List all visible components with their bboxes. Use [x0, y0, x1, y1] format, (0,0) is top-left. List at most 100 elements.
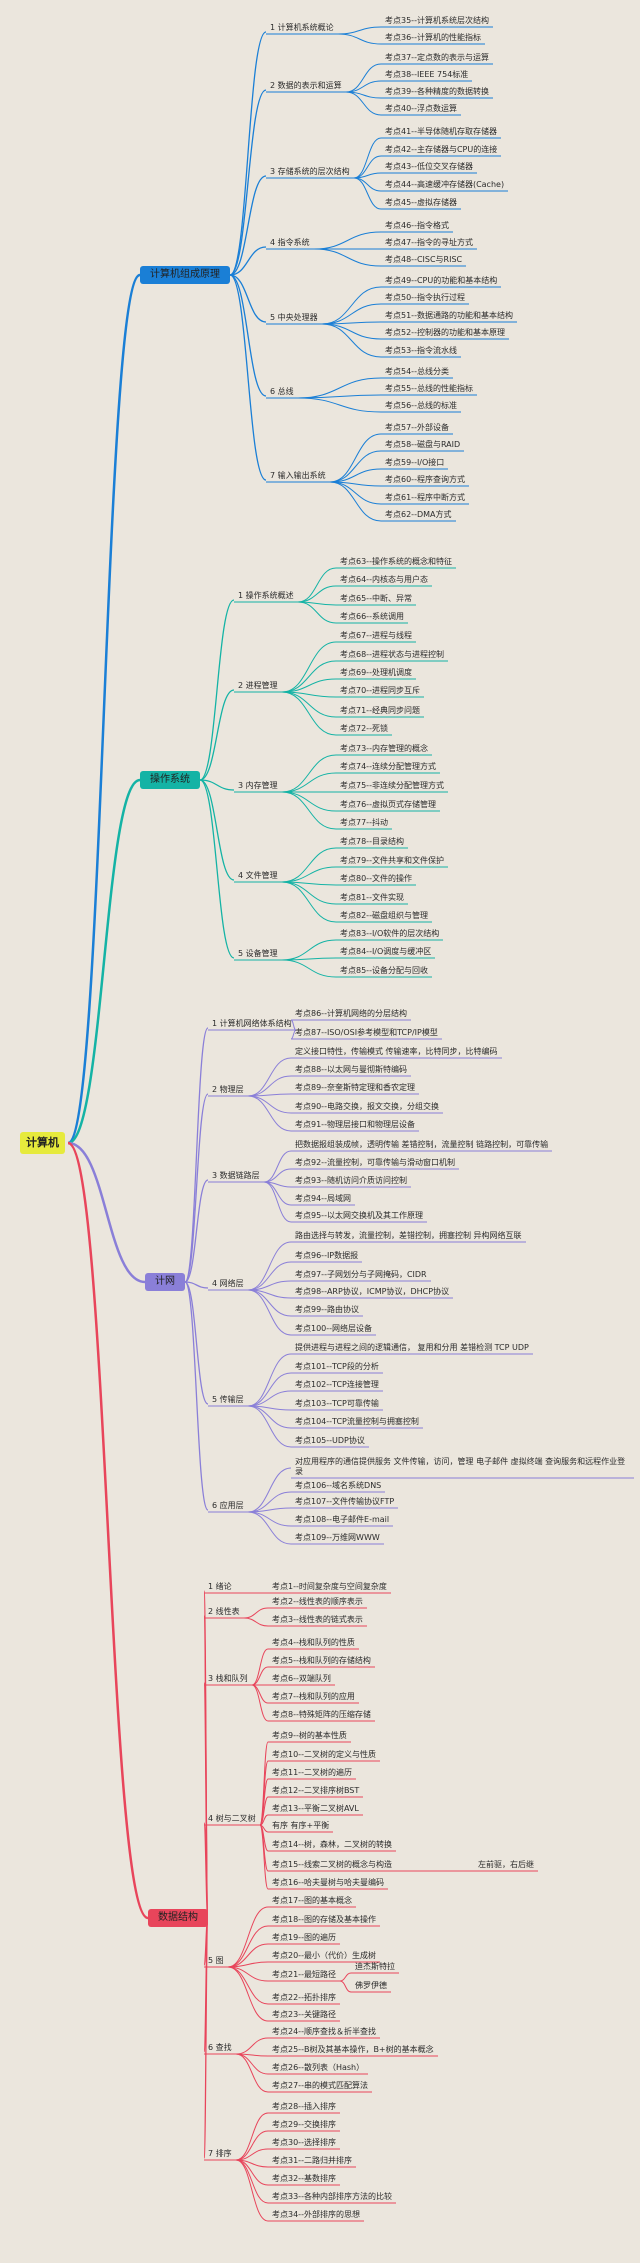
item-node[interactable]: 考点96--IP数据报	[295, 1251, 359, 1260]
item-node[interactable]: 考点98--ARP协议，ICMP协议，DHCP协议	[295, 1287, 450, 1296]
item-node[interactable]: 考点2--线性表的顺序表示	[272, 1597, 363, 1606]
item-node[interactable]: 考点42--主存储器与CPU的连接	[385, 145, 498, 154]
group-node[interactable]: 4 树与二叉树	[208, 1814, 256, 1823]
item-node[interactable]: 考点37--定点数的表示与运算	[385, 53, 489, 62]
group-node[interactable]: 4 指令系统	[270, 238, 310, 247]
item-node[interactable]: 考点69--处理机调度	[340, 668, 412, 677]
item-node[interactable]: 考点20--最小（代价）生成树	[272, 1951, 376, 1960]
item-node[interactable]: 考点95--以太网交换机及其工作原理	[295, 1211, 423, 1220]
item-node[interactable]: 考点108--电子邮件E-mail	[295, 1515, 390, 1524]
item-node[interactable]: 考点78--目录结构	[340, 837, 404, 846]
item-node[interactable]: 考点76--虚拟页式存储管理	[340, 800, 436, 809]
branch-node-0[interactable]: 计算机组成原理	[140, 266, 230, 284]
item-node[interactable]: 考点46--指令格式	[385, 221, 449, 230]
item-node[interactable]: 考点58--磁盘与RAID	[385, 440, 461, 449]
item-node[interactable]: 考点104--TCP流量控制与拥塞控制	[295, 1417, 419, 1426]
item-node[interactable]: 考点22--拓扑排序	[272, 1993, 336, 2002]
item-node[interactable]: 考点14--树，森林，二叉树的转换	[272, 1840, 392, 1849]
group-node[interactable]: 4 网络层	[212, 1279, 244, 1288]
item-node[interactable]: 考点84--I/O调度与缓冲区	[340, 947, 432, 956]
item-node[interactable]: 考点41--半导体随机存取存储器	[385, 127, 497, 136]
item-node[interactable]: 把数据报组装成帧，透明传输 差错控制，流量控制 链路控制，可靠传输	[295, 1140, 549, 1149]
group-node[interactable]: 3 栈和队列	[208, 1674, 248, 1683]
item-node[interactable]: 对应用程序的通信提供服务 文件传输，访问，管理 电子邮件 虚拟终端 查询服务和远…	[295, 1457, 626, 1476]
item-node[interactable]: 考点47--指令的寻址方式	[385, 238, 473, 247]
item-node[interactable]: 考点107--文件传输协议FTP	[295, 1497, 395, 1506]
item-node[interactable]: 考点70--进程同步互斥	[340, 686, 420, 695]
item-node[interactable]: 考点61--程序中断方式	[385, 493, 465, 502]
item-node[interactable]: 考点81--文件实现	[340, 893, 404, 902]
item-node[interactable]: 考点109--万维网WWW	[295, 1533, 380, 1542]
item-node[interactable]: 考点66--系统调用	[340, 612, 404, 621]
item-extra-node[interactable]: 左前驱，右后继	[478, 1860, 534, 1869]
item-node[interactable]: 考点43--低位交叉存储器	[385, 162, 473, 171]
item-node[interactable]: 有序 有序+平衡	[272, 1821, 330, 1830]
item-node[interactable]: 考点71--经典同步问题	[340, 706, 420, 715]
item-node[interactable]: 考点85--设备分配与回收	[340, 966, 428, 975]
item-node[interactable]: 考点25--B树及其基本操作，B+树的基本概念	[272, 2045, 434, 2054]
branch-node-2[interactable]: 计网	[145, 1273, 185, 1291]
group-node[interactable]: 6 总线	[270, 387, 294, 396]
item-node[interactable]: 考点60--程序查询方式	[385, 475, 465, 484]
item-node[interactable]: 考点13--平衡二叉树AVL	[272, 1804, 359, 1813]
item-node[interactable]: 考点55--总线的性能指标	[385, 384, 473, 393]
item-node[interactable]: 考点80--文件的操作	[340, 874, 412, 883]
item-node[interactable]: 考点101--TCP段的分析	[295, 1362, 379, 1371]
item-node[interactable]: 考点28--插入排序	[272, 2102, 336, 2111]
item-node[interactable]: 考点64--内核态与用户态	[340, 575, 428, 584]
item-node[interactable]: 考点82--磁盘组织与管理	[340, 911, 428, 920]
item-node[interactable]: 考点99--路由协议	[295, 1305, 359, 1314]
item-node[interactable]: 考点39--各种精度的数据转换	[385, 87, 489, 96]
item-node[interactable]: 考点106--域名系统DNS	[295, 1481, 382, 1490]
item-node[interactable]: 路由选择与转发，流量控制，差错控制，拥塞控制 异构网络互联	[295, 1231, 522, 1240]
item-node[interactable]: 考点33--各种内部排序方法的比较	[272, 2192, 392, 2201]
item-node[interactable]: 考点45--虚拟存储器	[385, 198, 457, 207]
item-node[interactable]: 考点102--TCP连接管理	[295, 1380, 379, 1389]
item-node[interactable]: 考点73--内存管理的概念	[340, 744, 428, 753]
group-node[interactable]: 6 应用层	[212, 1501, 244, 1510]
group-node[interactable]: 2 进程管理	[238, 681, 278, 690]
group-node[interactable]: 3 数据链路层	[212, 1171, 260, 1180]
group-node[interactable]: 1 计算机系统概论	[270, 23, 334, 32]
item-node[interactable]: 考点19--图的遍历	[272, 1933, 336, 1942]
item-node[interactable]: 考点103--TCP可靠传输	[295, 1399, 379, 1408]
item-node[interactable]: 考点52--控制器的功能和基本原理	[385, 328, 505, 337]
item-node[interactable]: 考点49--CPU的功能和基本结构	[385, 276, 498, 285]
item-node[interactable]: 考点65--中断、异常	[340, 594, 412, 603]
item-node[interactable]: 考点18--图的存储及基本操作	[272, 1915, 376, 1924]
item-node[interactable]: 考点27--串的模式匹配算法	[272, 2081, 368, 2090]
item-node[interactable]: 考点89--奈奎斯特定理和香农定理	[295, 1083, 415, 1092]
item-node[interactable]: 提供进程与进程之间的逻辑通信， 复用和分用 差错检测 TCP UDP	[295, 1343, 529, 1352]
item-node[interactable]: 考点75--非连续分配管理方式	[340, 781, 444, 790]
item-node[interactable]: 考点30--选择排序	[272, 2138, 336, 2147]
sub-node[interactable]: 佛罗伊德	[355, 1981, 387, 1990]
item-node[interactable]: 考点94--局域网	[295, 1194, 351, 1203]
item-node[interactable]: 定义接口特性，传输模式 传输速率，比特同步，比特编码	[295, 1047, 498, 1056]
group-node[interactable]: 7 排序	[208, 2149, 232, 2158]
group-node[interactable]: 3 存储系统的层次结构	[270, 167, 350, 176]
item-node[interactable]: 考点93--随机访问介质访问控制	[295, 1176, 407, 1185]
item-node[interactable]: 考点16--哈夫曼树与哈夫曼编码	[272, 1878, 384, 1887]
root-node[interactable]: 计算机	[20, 1132, 65, 1154]
group-node[interactable]: 1 操作系统概述	[238, 591, 294, 600]
item-node[interactable]: 考点87--ISO/OSI参考模型和TCP/IP模型	[295, 1028, 438, 1037]
branch-node-3[interactable]: 数据结构	[148, 1909, 208, 1927]
item-node[interactable]: 考点56--总线的标准	[385, 401, 457, 410]
item-node[interactable]: 考点91--物理层接口和物理层设备	[295, 1120, 415, 1129]
item-node[interactable]: 考点24--顺序查找＆折半查找	[272, 2027, 376, 2036]
item-node[interactable]: 考点86--计算机网络的分层结构	[295, 1009, 407, 1018]
item-node[interactable]: 考点63--操作系统的概念和特征	[340, 557, 452, 566]
item-node[interactable]: 考点62--DMA方式	[385, 510, 452, 519]
group-node[interactable]: 1 绪论	[208, 1582, 232, 1591]
group-node[interactable]: 5 中央处理器	[270, 313, 318, 322]
item-node[interactable]: 考点36--计算机的性能指标	[385, 33, 481, 42]
item-node[interactable]: 考点67--进程与线程	[340, 631, 412, 640]
item-node[interactable]: 考点74--连续分配管理方式	[340, 762, 436, 771]
item-node[interactable]: 考点38--IEEE 754标准	[385, 70, 469, 79]
group-node[interactable]: 5 图	[208, 1956, 224, 1965]
group-node[interactable]: 1 计算机网络体系结构	[212, 1019, 292, 1028]
sub-node[interactable]: 迪杰斯特拉	[355, 1962, 395, 1971]
group-node[interactable]: 3 内存管理	[238, 781, 278, 790]
group-node[interactable]: 4 文件管理	[238, 871, 278, 880]
group-node[interactable]: 7 输入输出系统	[270, 471, 326, 480]
